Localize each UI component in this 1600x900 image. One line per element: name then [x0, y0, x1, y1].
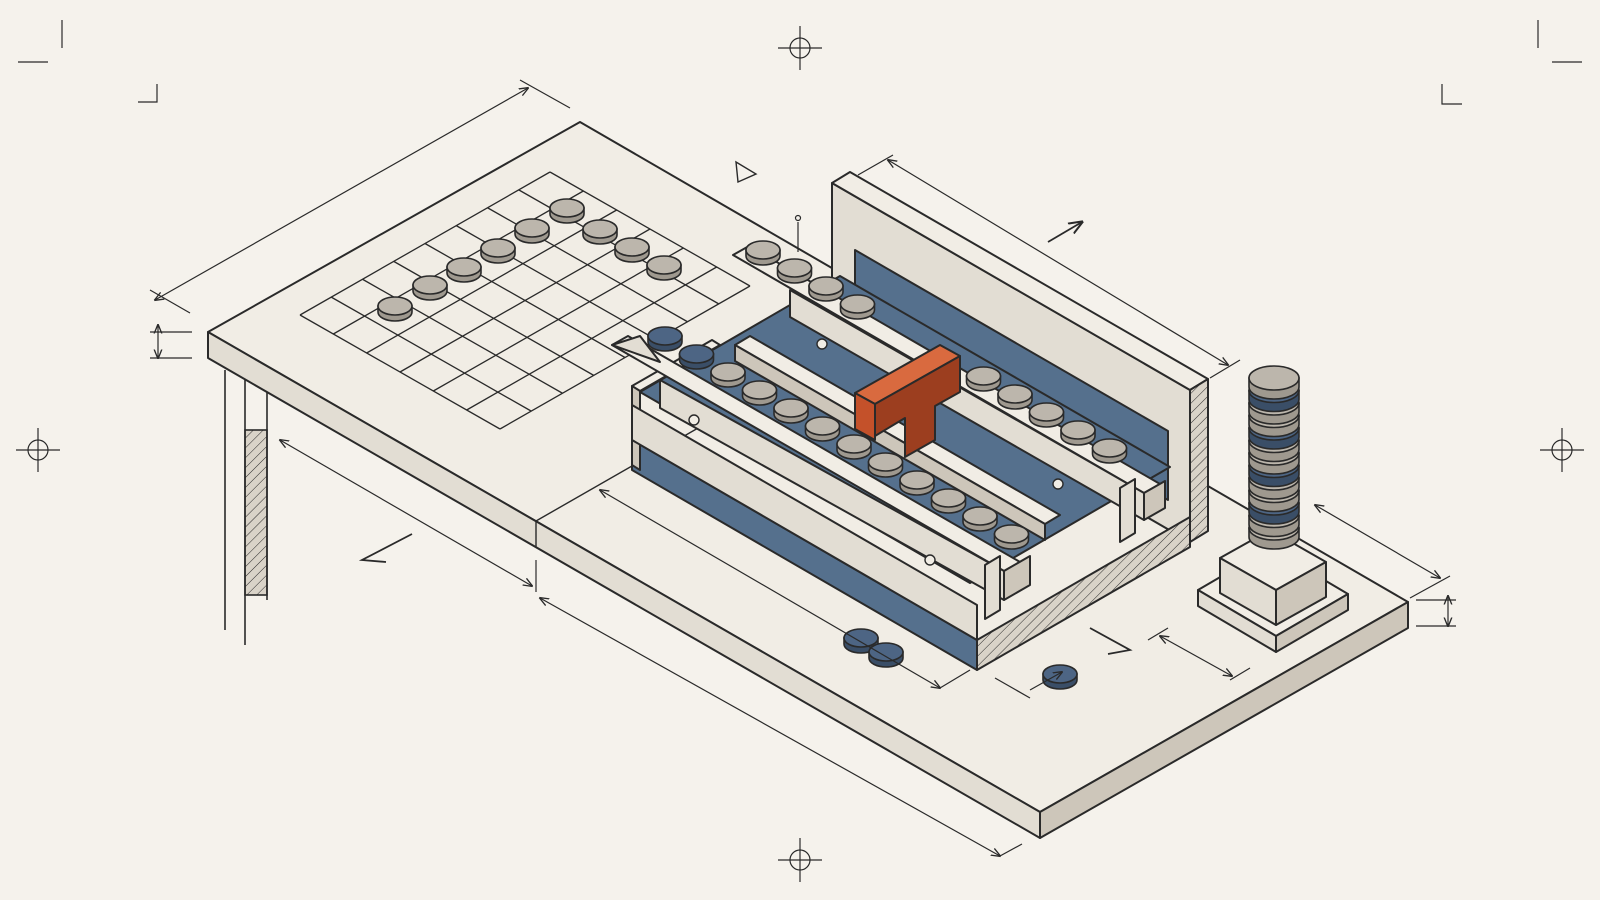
guide-bar-front	[734, 344, 1046, 541]
rail-pieces	[647, 240, 1128, 550]
disc-stack	[1248, 365, 1300, 550]
rail-back-piece	[965, 366, 1002, 392]
arrow-lower-left	[358, 533, 413, 563]
arrow-lower-right	[1089, 627, 1133, 655]
rail-back-piece	[839, 294, 876, 320]
rail-front-piece	[804, 416, 841, 442]
rail-front-piece	[647, 326, 683, 352]
game-piece	[514, 218, 550, 244]
rail-back-piece	[776, 258, 813, 284]
back-wall-side	[1189, 378, 1209, 543]
loose-piece	[1042, 664, 1078, 690]
crosshair-right	[1540, 428, 1584, 472]
post-front-right	[984, 555, 1001, 620]
game-piece	[614, 237, 650, 263]
screw-2	[816, 338, 828, 350]
rail-front-piece	[741, 380, 778, 406]
dimension-lines	[149, 79, 1456, 856]
rail-front-piece	[867, 452, 904, 478]
game-piece	[412, 275, 448, 301]
arrow-upper-right	[1047, 222, 1082, 243]
game-piece	[480, 238, 516, 264]
grid-line	[433, 247, 684, 392]
corner-mark-top-right	[1441, 20, 1582, 105]
rail-back-piece	[997, 384, 1033, 410]
game-piece	[549, 198, 585, 224]
rail-front-piece	[836, 434, 872, 460]
rail-front-piece	[962, 506, 998, 532]
rail-back-piece	[1028, 402, 1065, 428]
screw-3	[924, 554, 936, 566]
stack-disc	[1248, 365, 1300, 400]
slab-side-face	[1039, 601, 1409, 839]
rail-front-piece	[993, 524, 1030, 550]
rail-front-piece	[899, 470, 935, 496]
grid-line	[466, 266, 717, 411]
crosshair-left	[16, 428, 60, 472]
rail-front-piece	[773, 398, 809, 424]
feed-pointer	[611, 335, 661, 363]
rail-back-piece	[808, 276, 844, 302]
rail-front-piece	[710, 362, 746, 388]
rail-back-piece	[1091, 438, 1128, 464]
crosshair-bottom	[778, 838, 822, 882]
triangle-marker	[735, 160, 758, 184]
front-rail-end	[1003, 555, 1031, 601]
pusher-side	[874, 355, 961, 458]
corner-mark-top-left	[18, 20, 158, 103]
game-piece	[582, 219, 618, 245]
game-piece	[446, 257, 482, 283]
table-leg	[224, 370, 268, 645]
screw-1	[688, 414, 700, 426]
post-back-right	[1119, 478, 1136, 543]
back-rail-end	[1143, 480, 1166, 521]
crosshair-top	[778, 26, 822, 70]
flow-arrows	[358, 160, 1133, 655]
pusher-front	[854, 392, 876, 441]
rail-front-piece	[930, 488, 967, 514]
rail-front-piece	[678, 344, 715, 370]
game-piece	[377, 296, 413, 322]
rail-back-piece	[745, 240, 781, 266]
grid-line	[499, 285, 751, 430]
screw-4	[1052, 478, 1064, 490]
rail-back-piece	[1060, 420, 1096, 446]
stack-base-plinth-side	[1275, 593, 1349, 653]
game-piece	[646, 255, 682, 281]
